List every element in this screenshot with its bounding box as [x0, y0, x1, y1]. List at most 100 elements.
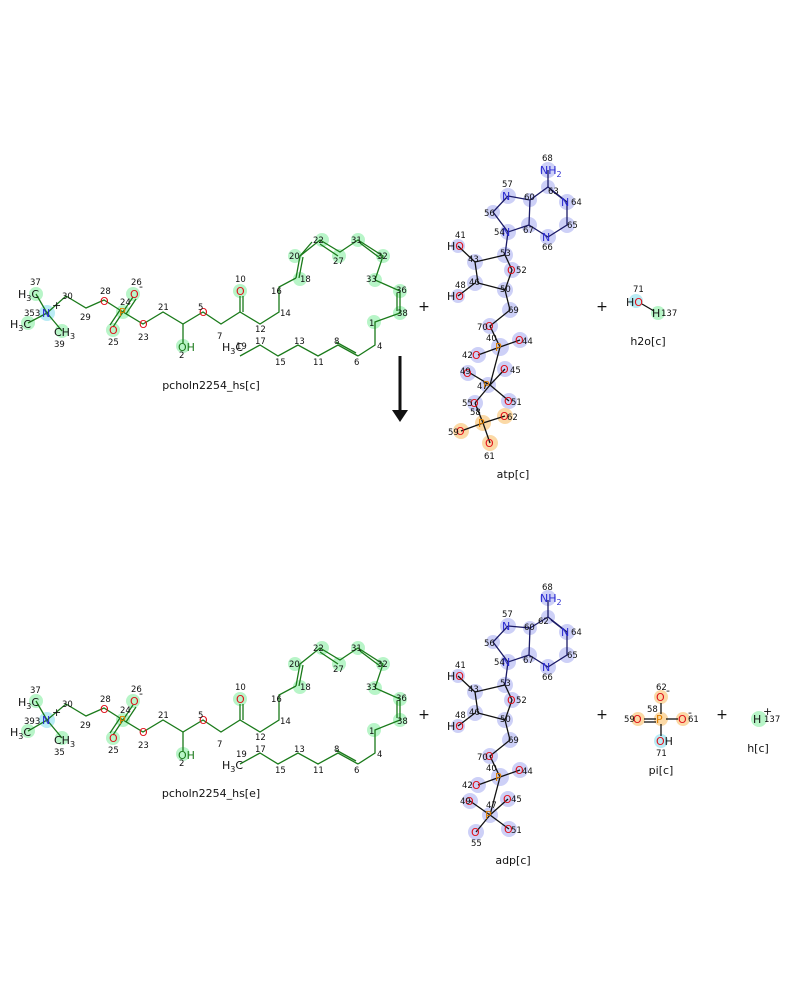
svg-text:50: 50 — [500, 715, 511, 725]
svg-text:47: 47 — [477, 382, 488, 392]
svg-text:137: 137 — [661, 309, 677, 319]
svg-text:41: 41 — [455, 661, 466, 671]
svg-text:4: 4 — [377, 342, 382, 352]
svg-text:O: O — [485, 750, 494, 763]
svg-text:H3C: H3C — [222, 341, 243, 356]
svg-text:O: O — [503, 793, 512, 806]
svg-text:71: 71 — [633, 285, 644, 295]
svg-text:41: 41 — [455, 231, 466, 241]
svg-text:15: 15 — [275, 766, 286, 776]
svg-text:29: 29 — [80, 721, 91, 731]
svg-text:10: 10 — [235, 683, 246, 693]
svg-text:N: N — [42, 307, 50, 320]
svg-text:38: 38 — [397, 309, 408, 319]
svg-text:42: 42 — [462, 351, 473, 361]
svg-text:18: 18 — [300, 683, 311, 693]
svg-text:42: 42 — [462, 781, 473, 791]
svg-text:N: N — [542, 231, 550, 244]
svg-text:37: 37 — [30, 686, 41, 696]
svg-text:56: 56 — [484, 639, 495, 649]
svg-text:26: 26 — [131, 278, 142, 288]
svg-text:43: 43 — [468, 685, 479, 695]
svg-text:68: 68 — [542, 154, 553, 164]
svg-text:HO: HO — [447, 670, 464, 683]
svg-text:29: 29 — [80, 313, 91, 323]
svg-text:-: - — [688, 706, 692, 719]
svg-text:O: O — [633, 713, 642, 726]
svg-text:8: 8 — [334, 337, 339, 347]
pcholn2254-hs-c-structure: H3C H3C CH3 N + O P O - O O O O OH H3C 3… — [10, 233, 408, 392]
svg-text:7: 7 — [217, 740, 222, 750]
svg-text:O: O — [199, 714, 208, 727]
svg-text:H3C: H3C — [10, 726, 31, 741]
svg-text:HO: HO — [447, 720, 464, 733]
plus-sign: + — [596, 299, 608, 315]
svg-text:47: 47 — [486, 801, 497, 811]
atp-atom-numbers: 68 57 63 60 64 56 65 67 54 66 41 53 43 5… — [448, 154, 582, 462]
svg-text:O: O — [678, 713, 687, 726]
h2o-c-structure: HO H 71 137 h2o[c] — [626, 285, 677, 348]
svg-text:62: 62 — [507, 413, 518, 423]
svg-text:43: 43 — [468, 255, 479, 265]
svg-text:66: 66 — [542, 673, 553, 683]
svg-text:17: 17 — [255, 745, 266, 755]
h-c-structure: H + 137 h[c] — [747, 705, 780, 755]
h2o-c-label: h2o[c] — [630, 335, 665, 348]
reaction-arrow — [392, 356, 408, 422]
svg-text:P: P — [483, 379, 490, 392]
atp-bonds — [457, 170, 568, 444]
svg-text:55: 55 — [462, 399, 473, 409]
svg-text:O: O — [465, 795, 474, 808]
svg-text:O: O — [100, 703, 109, 716]
svg-text:H3C: H3C — [222, 759, 243, 774]
svg-text:O: O — [500, 363, 509, 376]
svg-text:70: 70 — [477, 323, 488, 333]
svg-text:N: N — [502, 620, 510, 633]
svg-text:+: + — [763, 705, 772, 718]
svg-text:OH: OH — [656, 735, 673, 748]
svg-text:64: 64 — [571, 198, 582, 208]
svg-text:54: 54 — [494, 658, 505, 668]
svg-text:N: N — [42, 714, 50, 727]
svg-text:O: O — [139, 318, 148, 331]
svg-text:35: 35 — [54, 748, 65, 758]
svg-text:28: 28 — [100, 287, 111, 297]
svg-text:CH3: CH3 — [54, 326, 75, 341]
svg-text:15: 15 — [275, 358, 286, 368]
svg-text:58: 58 — [647, 705, 658, 715]
svg-text:O: O — [485, 437, 494, 450]
pcholn2254-hs-e-label: pcholn2254_hs[e] — [162, 787, 260, 800]
svg-text:32: 32 — [377, 252, 388, 262]
svg-text:51: 51 — [511, 398, 522, 408]
svg-text:68: 68 — [542, 583, 553, 593]
svg-text:36: 36 — [396, 694, 407, 704]
svg-text:N: N — [561, 626, 569, 639]
svg-text:52: 52 — [516, 696, 527, 706]
svg-text:2: 2 — [179, 759, 184, 769]
svg-text:N: N — [502, 226, 510, 239]
svg-text:P: P — [495, 341, 502, 354]
svg-text:19: 19 — [236, 750, 247, 760]
svg-text:37: 37 — [30, 278, 41, 288]
svg-text:P: P — [119, 714, 126, 727]
svg-text:NH2: NH2 — [540, 164, 562, 179]
svg-text:137: 137 — [764, 715, 780, 725]
svg-text:30: 30 — [62, 292, 73, 302]
svg-text:62: 62 — [656, 683, 667, 693]
svg-text:11: 11 — [313, 766, 324, 776]
svg-text:26: 26 — [131, 685, 142, 695]
lipid-highlights — [21, 233, 407, 353]
svg-text:59: 59 — [624, 715, 635, 725]
svg-text:O: O — [109, 324, 118, 337]
plus-sign: + — [418, 299, 430, 315]
svg-text:8: 8 — [334, 745, 339, 755]
svg-text:65: 65 — [567, 651, 578, 661]
svg-text:+: + — [52, 706, 61, 719]
svg-text:P: P — [478, 417, 485, 430]
svg-text:N: N — [561, 196, 569, 209]
adp-bonds — [457, 600, 568, 833]
svg-text:+: + — [52, 299, 61, 312]
svg-text:OH: OH — [178, 341, 195, 354]
svg-text:45: 45 — [511, 795, 522, 805]
